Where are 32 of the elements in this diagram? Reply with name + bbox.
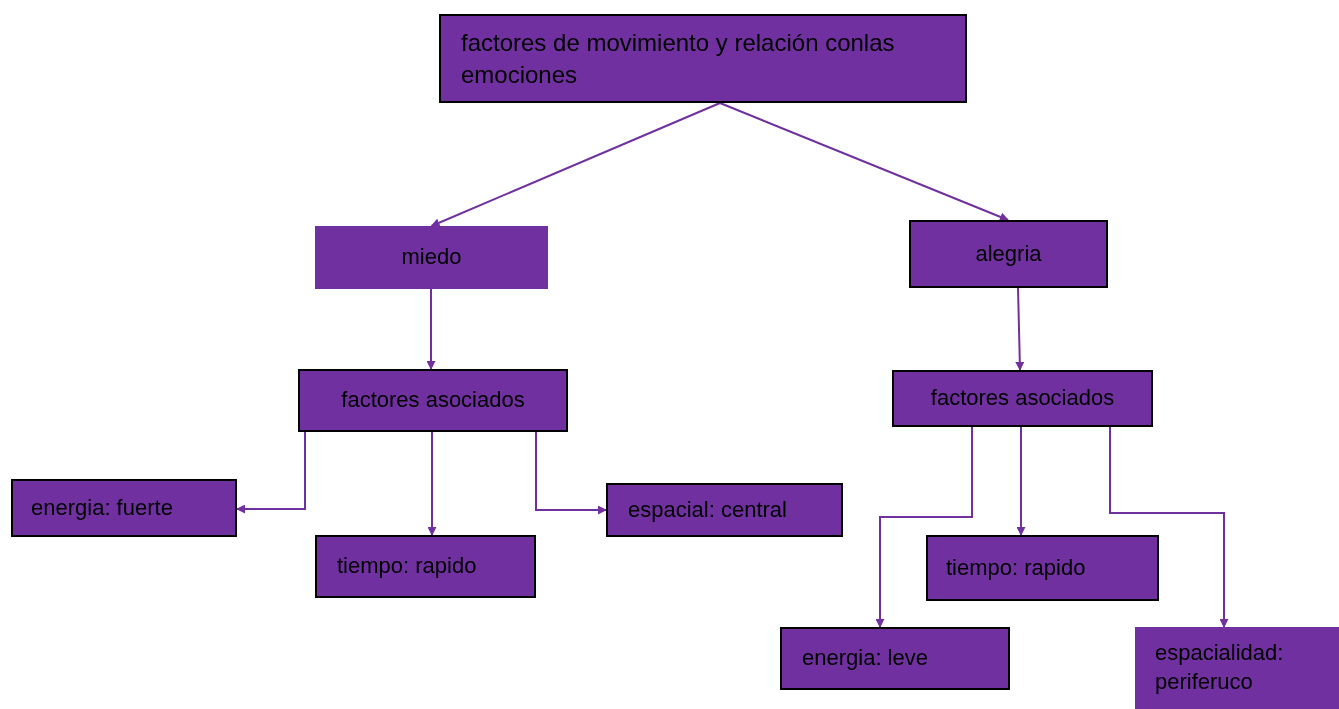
- concept-box: [11, 479, 237, 537]
- box-text: espacialidad: periferuco: [1155, 639, 1285, 696]
- arrow: [719, 102, 1009, 222]
- concept-box: [1135, 627, 1339, 709]
- box-text: espacial: central: [628, 495, 787, 524]
- box-text: energia: fuerte: [31, 493, 173, 522]
- concept-box: [439, 14, 967, 103]
- arrow: [875, 426, 973, 628]
- box-text: factores asociados: [341, 386, 525, 415]
- concept-box: [315, 226, 548, 289]
- arrow: [426, 288, 436, 370]
- concept-box: [780, 627, 1010, 690]
- box-text: factores asociados: [930, 384, 1115, 413]
- concept-box: [606, 483, 843, 537]
- box-text: energia: leve: [802, 644, 928, 673]
- arrow: [1016, 426, 1026, 536]
- arrow: [1015, 287, 1025, 371]
- box-text: tiempo: rapido: [946, 553, 1086, 582]
- box-text: factores de movimiento y relación conlas emociones: [461, 28, 896, 90]
- box-text: miedo: [401, 243, 462, 272]
- concept-box: [298, 369, 568, 432]
- concept-box: [909, 220, 1108, 288]
- box-text: alegria: [975, 239, 1042, 268]
- box-text: tiempo: rapido: [337, 552, 477, 581]
- arrow: [236, 431, 306, 514]
- concept-box: [315, 535, 536, 598]
- arrow: [1109, 426, 1229, 628]
- arrow: [430, 102, 721, 227]
- arrow: [535, 431, 607, 515]
- concept-box: [892, 370, 1153, 427]
- arrow: [427, 431, 437, 536]
- concept-box: [926, 535, 1159, 601]
